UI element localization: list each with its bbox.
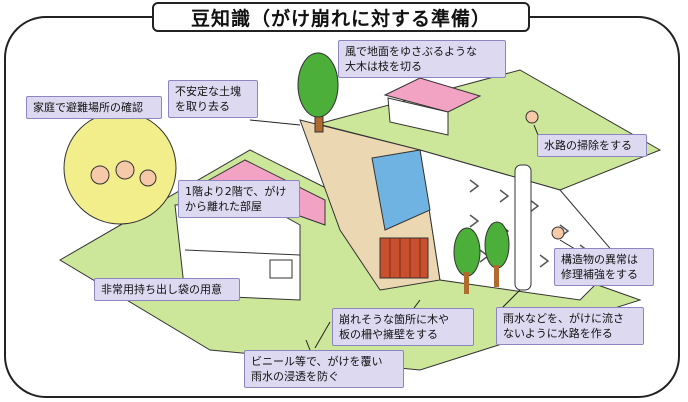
callout-line: 1階より2階で、がけ [185,185,287,198]
callout-plant-trees: 崩れそうな箇所に木や 板の柵や擁壁をする [332,308,474,346]
callout-line: 不安定な土塊 [175,85,241,98]
callout-line: 大木は枝を切る [345,60,422,73]
callout-repair-structures: 構造物の異常は 修理補強をする [554,248,654,286]
callout-clean-drain: 水路の掃除をする [537,134,647,157]
worker-side [551,226,565,240]
callout-line: を取り去る [175,100,230,113]
callout-emergency-bag: 非常用持ち出し袋の用意 [94,278,240,301]
callout-line: ないように水路を作る [503,327,613,340]
vinyl-sheet [371,149,431,231]
callout-rain-channel: 雨水などを、がけに流さ ないように水路を作る [496,307,644,345]
callout-line: 雨水の浸透を防ぐ [251,370,339,383]
window [269,259,293,279]
callout-line: 水路の掃除をする [544,139,632,152]
callout-vinyl-cover: ビニール等で、がけを覆い 雨水の浸透を防ぐ [244,350,404,388]
upper-house-body [387,97,449,136]
page-title: 豆知識（がけ崩れに対する準備） [152,2,530,32]
big-tree-crown [297,52,339,118]
callout-line: 雨水などを、がけに流さ [503,312,624,325]
callout-remove-soil: 不安定な土塊 を取り去る [168,80,258,118]
callout-line: 崩れそうな箇所に木や [339,313,449,326]
callout-line: 修理補強をする [561,268,638,281]
callout-line: 構造物の異常は [561,253,638,266]
callout-evacuation: 家庭で避難場所の確認 [26,96,162,119]
callout-upstairs-room: 1階より2階で、がけ から離れた部屋 [178,180,300,218]
upper-house-roof [383,77,482,113]
title-text: 豆知識（がけ崩れに対する準備） [190,7,491,30]
fence [379,237,429,279]
callout-cut-branches: 風で地面をゆさぶるような 大木は枝を切る [338,40,506,78]
worker-top [525,110,539,124]
callout-line: 家庭で避難場所の確認 [33,101,143,114]
tree-1 [453,227,481,277]
callout-line: 板の柵や擁壁をする [339,328,438,341]
callout-line: 非常用持ち出し袋の用意 [101,283,222,296]
callout-line: 風で地面をゆさぶるような [345,45,477,58]
drain-pipe [514,164,532,291]
callout-line: から離れた部屋 [185,200,262,213]
callout-line: ビニール等で、がけを覆い [251,355,383,368]
tree-2 [484,221,510,269]
